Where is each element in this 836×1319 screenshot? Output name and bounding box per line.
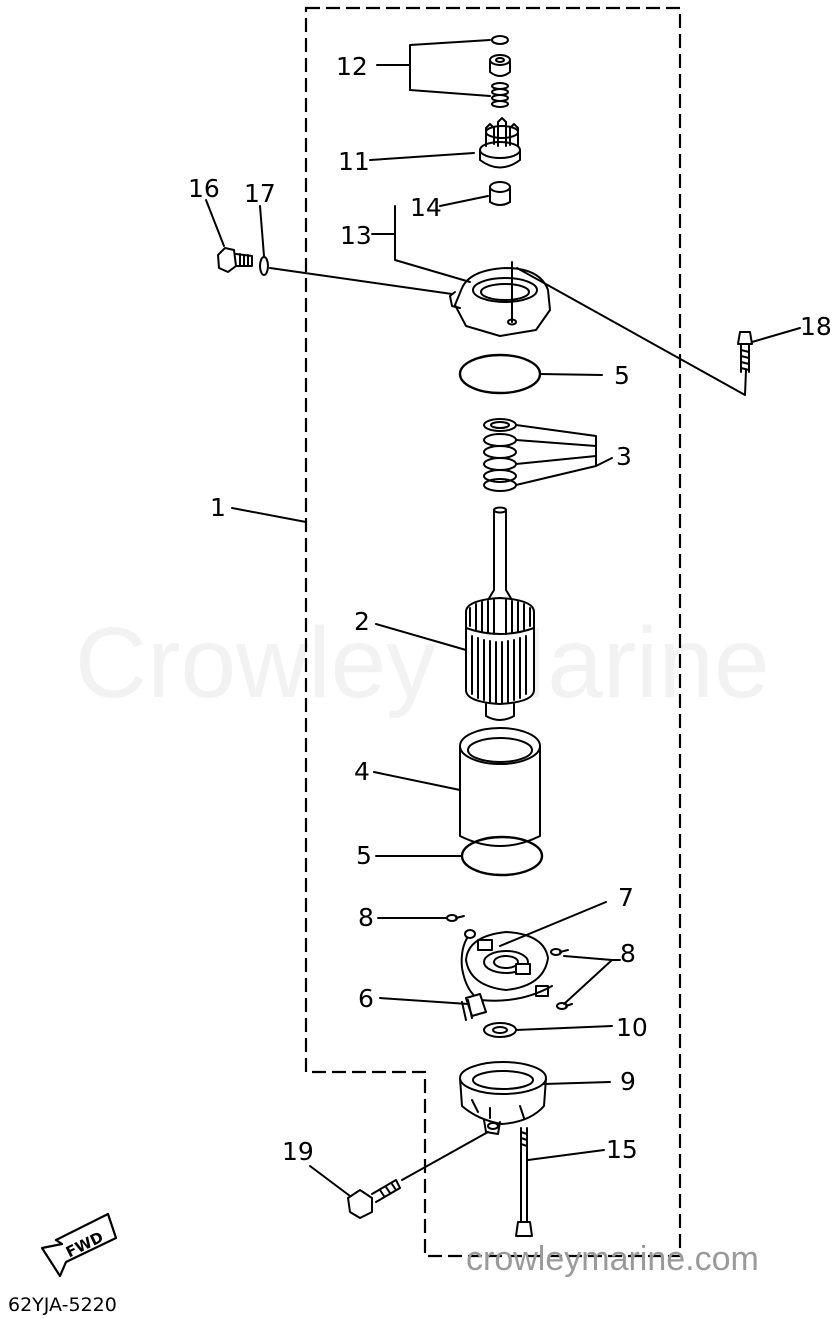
leader-18 [751,327,801,343]
part-label-14: 14 [410,193,442,222]
leader-19 [309,1165,351,1197]
leader-15 [527,1149,605,1161]
clip-collar-spring-part [489,35,511,108]
leader-8-lower [563,955,621,1005]
part-label-1: 1 [210,493,226,522]
bolt-18-part [737,331,753,373]
bolt-19-guide-line [401,1131,489,1181]
bolt-16-part [217,247,253,273]
part-label-13: 13 [340,221,372,250]
washer-17-part [259,256,269,276]
leader-11 [369,152,475,161]
part-label-5-lower: 5 [356,841,372,870]
screw-8-lower-part [556,1002,573,1010]
leader-6 [379,997,469,1005]
part-label-11: 11 [338,147,370,176]
washer-10-part [483,1022,517,1038]
yoke-part [459,727,541,847]
screw-8-right-part [550,948,569,956]
leader-13 [371,205,471,283]
assembly-boundary [304,6,682,1258]
fwd-arrow-icon [40,1212,118,1278]
part-label-3: 3 [616,442,632,471]
brush-holder-part [460,929,553,1002]
part-label-15: 15 [606,1135,638,1164]
part-label-2: 2 [354,607,370,636]
through-bolt-part [515,1127,533,1237]
leader-14 [439,195,489,207]
leader-12 [376,39,491,97]
part-label-8-upper: 8 [358,903,374,932]
washer-stack-part [483,418,517,492]
screw-8-upper-part [446,914,465,922]
part-label-12: 12 [336,52,368,81]
o-ring-upper-part [458,353,542,395]
leader-4 [373,771,461,791]
part-label-4: 4 [354,757,370,786]
part-label-19: 19 [282,1137,314,1166]
pinion-gear-part [479,117,521,169]
leader-10 [515,1025,613,1031]
leader-1 [231,507,307,523]
terminal-bolt-part [461,993,487,1021]
armature-part [465,506,535,721]
leader-17 [259,205,265,257]
part-label-9: 9 [620,1067,636,1096]
rear-cover-part [459,1061,547,1135]
bolt-18-guide-line [516,267,747,396]
leader-5-upper [539,373,603,376]
part-label-17: 17 [244,179,276,208]
leader-9 [543,1081,611,1085]
leader-3 [515,424,613,486]
front-cover-bracket-part [449,261,551,337]
bolt-16-guide-line [269,267,453,295]
leader-16 [205,199,225,247]
diagram-code: 62YJA-5220 [8,1294,117,1316]
stopper-part [489,181,511,206]
leader-7 [499,901,607,947]
part-label-group: 12 11 14 13 16 17 18 5 3 1 2 4 5 7 8 8 6… [188,52,832,1166]
leader-2 [375,623,467,651]
part-label-7: 7 [618,883,634,912]
part-label-16: 16 [188,174,220,203]
part-label-5-upper: 5 [614,361,630,390]
part-label-10: 10 [616,1013,648,1042]
part-label-18: 18 [800,312,832,341]
part-label-8-lower: 8 [620,939,636,968]
bolt-19-part [347,1179,401,1219]
watermark-text: Crowley Marine [75,607,770,719]
part-label-6: 6 [358,984,374,1013]
website-text: crowleymarine.com [466,1240,759,1278]
